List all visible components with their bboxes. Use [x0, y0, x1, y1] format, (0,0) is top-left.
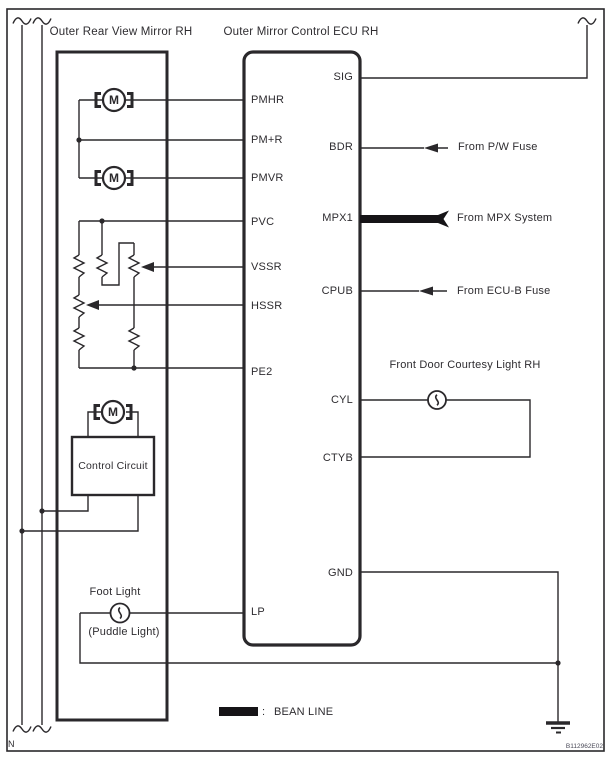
vssr-wiper-arrow-icon — [141, 262, 154, 272]
pin-label-mpx1: MPX1 — [322, 212, 353, 224]
page-border — [6, 8, 605, 752]
wire-control-out-2 — [22, 495, 139, 532]
control-circuit-box — [70, 435, 156, 497]
junction-dot — [76, 137, 82, 143]
junction-dot — [555, 660, 561, 666]
pin-label-hssr: HSSR — [251, 300, 283, 312]
resistor-icon — [95, 254, 109, 278]
bean-line-mpx1 — [360, 210, 449, 228]
ecu-box — [242, 50, 362, 647]
wire-bdr — [360, 143, 448, 153]
harness-line-left-1 — [12, 17, 32, 733]
harness-line-left-2 — [32, 17, 52, 733]
break-squiggle-icon — [32, 725, 52, 733]
arrow-left-icon — [424, 143, 438, 153]
pin-label-sig: SIG — [333, 71, 353, 83]
pin-label-vssr: VSSR — [251, 261, 282, 273]
junction-dot — [19, 528, 25, 534]
wire-footlight-return — [79, 613, 558, 664]
motor-icon: M — [94, 87, 134, 113]
puddle-lamp-icon — [109, 602, 131, 624]
motor-icon: M — [93, 399, 133, 425]
pin-label-gnd: GND — [327, 567, 353, 579]
resistor-icon — [72, 294, 86, 318]
motor-letter: M — [109, 93, 119, 107]
junction-dot — [39, 508, 45, 514]
motor-icon: M — [94, 165, 134, 191]
mirror-unit-box — [55, 50, 169, 722]
break-squiggle-icon — [32, 17, 52, 25]
pin-label-ctyb: CTYB — [322, 452, 353, 464]
pin-label-cyl: CYL — [331, 394, 353, 406]
legend-separator: : — [262, 706, 266, 718]
annotation-pw-fuse: From P/W Fuse — [458, 141, 538, 153]
foot-light-label: Foot Light — [89, 586, 141, 598]
resistor-icon — [72, 327, 86, 351]
break-squiggle-icon — [12, 17, 32, 25]
pin-label-pmvr: PMVR — [251, 172, 284, 184]
ground-icon — [546, 721, 570, 734]
courtesy-light-title: Front Door Courtesy Light RH — [389, 359, 541, 371]
pin-label-lp: LP — [251, 606, 265, 618]
wire-control-out-1 — [42, 495, 89, 512]
courtesy-lamp-icon — [427, 390, 447, 410]
pin-label-pvc: PVC — [251, 216, 275, 228]
pin-label-pe2: PE2 — [251, 366, 273, 378]
break-squiggle-icon — [12, 725, 32, 733]
annotation-ecu-b-fuse: From ECU-B Fuse — [457, 285, 551, 297]
wire-cpub — [360, 286, 447, 296]
control-circuit-label: Control Circuit — [78, 460, 148, 472]
junction-dot — [99, 218, 105, 224]
break-squiggle-icon — [577, 17, 597, 25]
pin-label-bdr: BDR — [329, 141, 353, 153]
bean-line-end-icon — [438, 210, 449, 228]
wire-sig — [360, 17, 597, 79]
arrow-left-icon — [419, 286, 433, 296]
legend-label: BEAN LINE — [274, 706, 334, 718]
junction-dots — [19, 137, 561, 666]
motor-letter: M — [108, 405, 118, 419]
hssr-wiper-arrow-icon — [86, 300, 99, 310]
page-corner-letter: N — [8, 739, 15, 749]
puddle-light-label: (Puddle Light) — [88, 626, 160, 638]
pin-label-pmhr: PMHR — [251, 94, 285, 106]
junction-dot — [131, 365, 137, 371]
resistor-icon — [127, 254, 141, 278]
resistor-icon — [72, 254, 86, 278]
figure-code: B112962E02 — [565, 743, 603, 750]
wire-courtesy-light — [360, 399, 531, 458]
annotation-mpx-system: From MPX System — [457, 212, 553, 224]
bean-line-legend-bar — [219, 707, 258, 716]
resistor-icon — [127, 327, 141, 351]
mirror-unit-title: Outer Rear View Mirror RH — [49, 26, 193, 38]
wire-gnd — [360, 571, 559, 723]
sensor-column-b-c — [101, 221, 135, 368]
motor-letter: M — [109, 171, 119, 185]
pin-label-cpub: CPUB — [321, 285, 353, 297]
ecu-title: Outer Mirror Control ECU RH — [223, 26, 379, 38]
pin-label-pm-plus-r: PM+R — [251, 134, 283, 146]
